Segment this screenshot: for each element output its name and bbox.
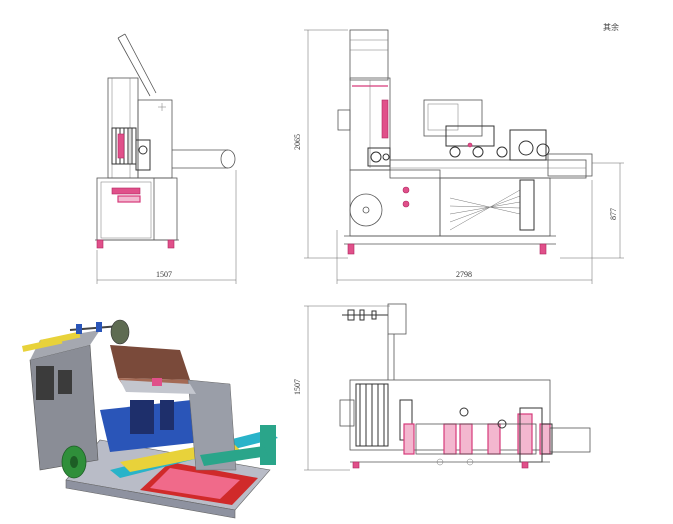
top-view-exit-conveyor — [549, 427, 591, 453]
top-view-pink-rollers — [403, 413, 551, 455]
side-view-table-height-label: 877 — [609, 208, 618, 220]
side-view-folding-guides — [449, 189, 521, 231]
top-view-spindle — [342, 309, 388, 321]
render-left-housing — [29, 344, 99, 471]
top-view-width-dimension: 1507 — [293, 305, 390, 471]
side-view-top-column — [349, 29, 389, 81]
side-view-rollers — [445, 125, 550, 161]
side-view-foot-right — [539, 243, 547, 255]
side-view-length-label: 2798 — [456, 270, 472, 279]
side-view-length-dimension: 2798 — [336, 180, 593, 284]
corner-note: 其余 — [603, 23, 619, 32]
side-view-upper-box — [423, 99, 483, 137]
front-view-upper-frame-right — [137, 99, 173, 179]
isometric-render — [21, 319, 278, 519]
side-view-table-height-dimension: 877 — [560, 162, 624, 259]
top-view-motor-box — [387, 303, 407, 335]
front-view-mechanism — [111, 127, 151, 171]
side-view-paper-roll — [349, 193, 383, 227]
front-view-width-label: 1507 — [156, 270, 172, 279]
front-view-lever-arm — [117, 33, 157, 97]
side-view: 2065 — [293, 29, 624, 284]
render-brown-block — [110, 345, 190, 380]
side-view-conveyor-table — [389, 159, 587, 179]
side-view-height-dimension: 2065 — [293, 29, 348, 259]
top-view-width-label: 1507 — [293, 379, 302, 395]
side-view-height-label: 2065 — [293, 134, 302, 150]
side-view-foot-left — [347, 243, 355, 255]
front-view-foot-right — [167, 239, 175, 249]
top-view: 1507 — [293, 303, 591, 471]
front-view-cabinet — [96, 177, 178, 241]
front-view-roll-tube — [172, 149, 236, 169]
front-view: 1507 — [95, 33, 237, 284]
front-view-foot-left — [96, 239, 104, 249]
front-view-width-dimension: 1507 — [96, 170, 237, 284]
